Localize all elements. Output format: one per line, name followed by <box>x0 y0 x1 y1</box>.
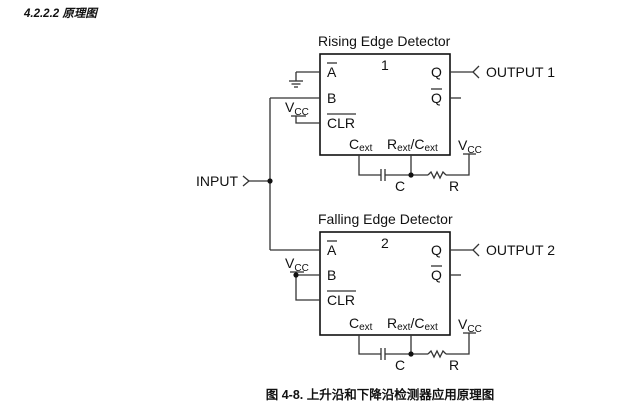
falling-edge-detector: Falling Edge Detector 2 A B CLR Q Q Cext… <box>270 211 555 373</box>
input-connector-icon <box>242 175 251 187</box>
output-connector-icon <box>472 243 480 257</box>
rext-junction-dot <box>408 172 414 178</box>
pin-a-bar: A <box>327 64 337 80</box>
pin-cext: Cext <box>349 136 373 154</box>
resistor-label: R <box>449 357 459 373</box>
input-label: INPUT <box>196 173 238 189</box>
pin-clr-bar: CLR <box>327 292 355 308</box>
detector-1-title: Rising Edge Detector <box>318 33 451 49</box>
pin-q: Q <box>431 64 442 80</box>
output-connector-icon <box>472 65 480 79</box>
vcc-b-label: VCC <box>285 255 309 274</box>
resistor-label: R <box>449 178 459 194</box>
pin-q-bar: Q <box>431 267 442 283</box>
pin-clr-wire <box>295 116 320 124</box>
output-2-label: OUTPUT 2 <box>486 242 555 258</box>
vcc-r-label: VCC <box>458 316 482 335</box>
vcc-junction-dot <box>293 272 299 278</box>
pin-a-bar: A <box>327 242 337 258</box>
pin-q: Q <box>431 242 442 258</box>
input-junction-dot <box>267 178 273 184</box>
pin-b: B <box>327 90 336 106</box>
resistor-vcc-wire <box>446 333 470 355</box>
pin-rext-cext: Rext/Cext <box>387 315 438 333</box>
detector-2-chip <box>319 231 451 336</box>
rising-edge-detector: Rising Edge Detector 1 A B CLR Q Q Cext … <box>270 33 555 194</box>
capacitor-label: C <box>395 357 405 373</box>
pin-rext-cext: Rext/Cext <box>387 136 438 154</box>
pin-b: B <box>327 267 336 283</box>
pin-clr-wire <box>295 272 320 301</box>
resistor-vcc-wire <box>446 154 470 176</box>
detector-1-number: 1 <box>381 57 389 73</box>
pin-clr-bar: CLR <box>327 115 355 131</box>
cext-wire <box>358 155 381 176</box>
ground-icon <box>289 80 303 88</box>
resistor-icon <box>427 170 447 180</box>
section-heading: 4.2.2.2 原理图 <box>24 8 97 20</box>
vcc-clr-label: VCC <box>285 99 309 118</box>
detector-2-number: 2 <box>381 235 389 251</box>
pin-cext: Cext <box>349 315 373 333</box>
figure-caption: 图 4-8. 上升沿和下降沿检测器应用原理图 <box>265 388 495 402</box>
capacitor-label: C <box>395 178 405 194</box>
resistor-icon <box>427 349 447 359</box>
detector-1-chip <box>319 53 451 156</box>
rext-junction-dot <box>408 351 414 357</box>
detector-2-title: Falling Edge Detector <box>318 211 453 227</box>
cext-wire <box>358 335 381 355</box>
pin-q-bar: Q <box>431 90 442 106</box>
vcc-r-label: VCC <box>458 137 482 156</box>
output-1-label: OUTPUT 1 <box>486 64 555 80</box>
